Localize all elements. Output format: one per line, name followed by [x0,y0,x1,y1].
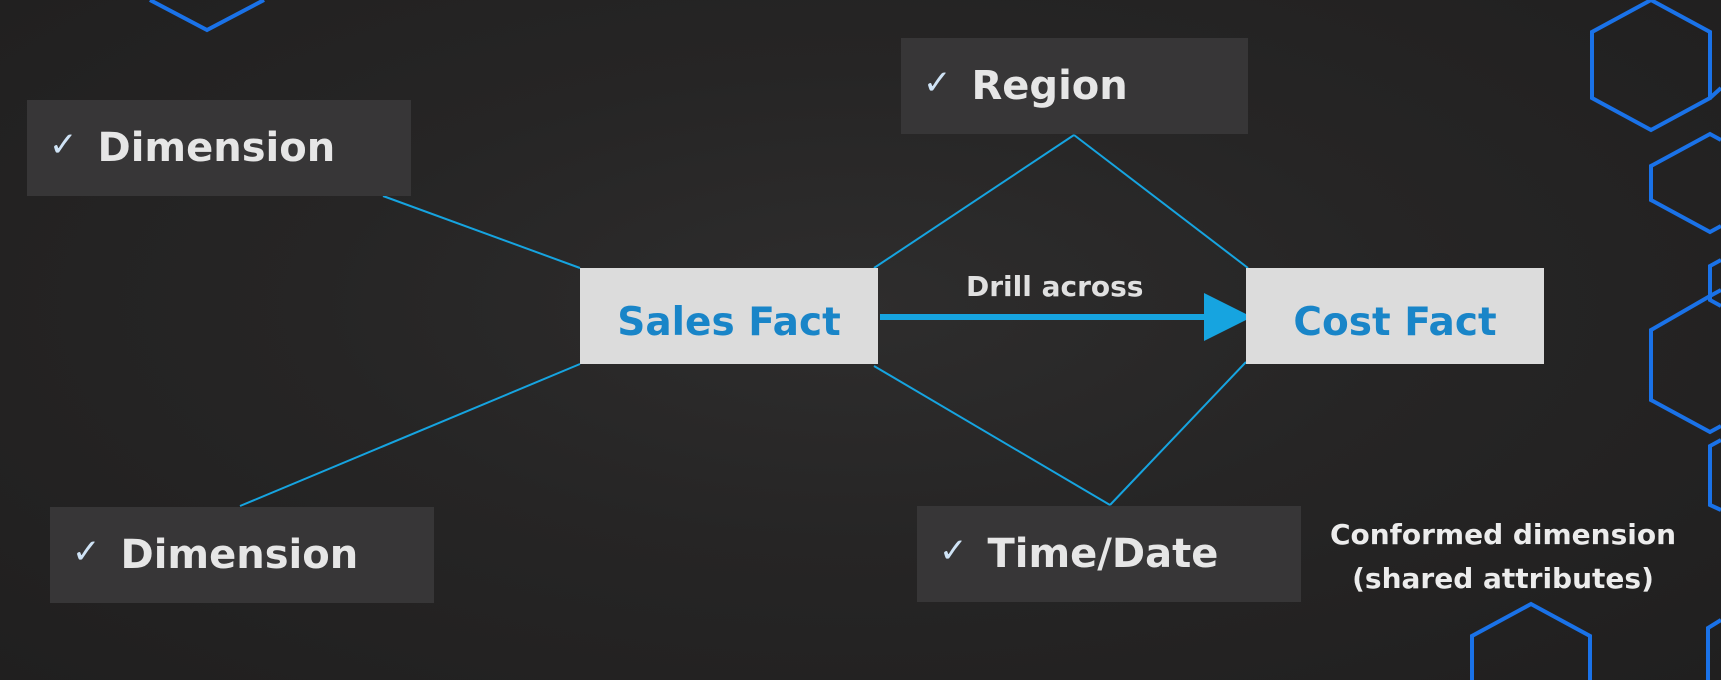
hexagon-outline-icon [149,0,265,33]
check-icon: ✓ [939,531,968,571]
hexagon-outline-icon [1708,86,1721,100]
dimension-label: Time/Date [987,531,1219,577]
fact-label-sales: Sales Fact [617,299,841,345]
note-line-2: (shared attributes) [1352,562,1654,595]
dimension-box-time: ✓ Time/Date [917,506,1301,602]
note-line-1: Conformed dimension [1329,518,1677,551]
hexagon-outline-icon [1708,258,1721,308]
hexagon-outline-icon [1470,601,1592,680]
dimension-label: Region [971,63,1128,109]
hexagon-outline-icon [1649,288,1721,435]
hexagon-decoration [149,0,1721,680]
connector-region-cost [1073,134,1249,269]
hexagon-outline-icon [1708,438,1721,512]
connectors [239,134,1249,507]
dimension-box-bottom-left: ✓ Dimension [50,507,434,603]
fact-label-cost: Cost Fact [1293,299,1497,345]
connector-dim-bottom-left [239,363,581,507]
check-icon: ✓ [923,63,952,103]
connector-dim-top-left [382,195,581,269]
connector-time-sales [873,365,1111,506]
connector-region-sales [873,134,1075,269]
conformed-dimension-note: Conformed dimension (shared attributes) [1318,513,1688,601]
fact-box-cost: Cost Fact [1246,268,1544,364]
hexagon-outline-icon [1649,131,1721,235]
check-icon: ✓ [72,532,101,572]
hexagon-outline-icon [1590,0,1712,133]
dimension-box-top-left: ✓ Dimension [27,100,411,196]
dimension-label: Dimension [120,532,359,578]
dimension-box-region: ✓ Region [901,38,1248,134]
dimension-label: Dimension [97,125,336,171]
check-icon: ✓ [49,125,78,165]
connector-time-cost [1109,361,1247,506]
hexagon-outline-icon [1706,618,1721,680]
fact-box-sales: Sales Fact [580,268,878,364]
drill-across-label: Drill across [966,270,1144,303]
